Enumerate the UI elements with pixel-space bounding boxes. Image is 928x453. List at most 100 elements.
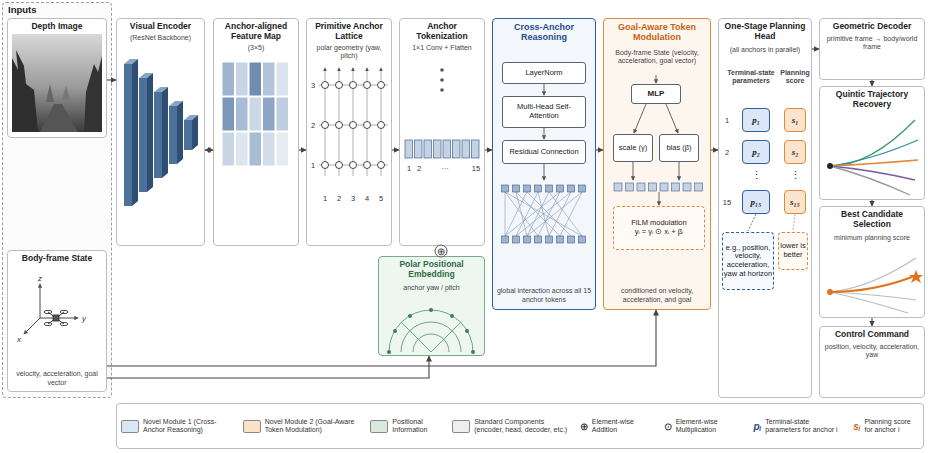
legend-item: Novel Module 2 (Goal-Aware Token Modulat… (239, 418, 367, 435)
node-text: primitive frame → body/world frame (823, 35, 921, 52)
lattice-line (381, 68, 382, 176)
feature-cell (276, 97, 289, 131)
feature-cell (222, 132, 235, 166)
node-text: (3×5) (217, 44, 295, 52)
token (513, 236, 520, 243)
node-text: 1×1 Conv + Flatten (403, 44, 481, 52)
node-text: velocity, acceleration, goal vector (11, 370, 103, 387)
lattice-line (319, 165, 388, 166)
token-row (405, 68, 479, 158)
module-box: Anchor-aligned Feature Map(3×5) (213, 18, 299, 246)
leader-line (793, 214, 795, 231)
module-box: Geometric Decoder primitive frame → body/… (819, 18, 925, 80)
flow-arrow (544, 84, 545, 95)
feature-cell (263, 62, 276, 96)
node-title: p₁ (752, 115, 760, 125)
connector-arrow (711, 149, 718, 150)
connector-arrow (107, 356, 429, 378)
token (557, 236, 564, 243)
node-text: global interaction across all 15 anchor … (496, 287, 592, 304)
node-text: polar geometry (yaw, pitch) (310, 44, 388, 61)
novel-module-box: Goal-Aware Token ModulationBody-frame St… (603, 18, 711, 310)
token (462, 140, 470, 158)
node-title: bias (β) (666, 144, 691, 153)
layer-box: MLP (631, 84, 681, 104)
lattice-line (353, 68, 354, 176)
token (649, 183, 657, 191)
module-box: Primitive Anchor Latticepolar geometry (… (306, 18, 392, 246)
legend-text: Terminal-state parameters for anchor i (765, 418, 845, 435)
token (546, 236, 553, 243)
trajectory-curve (830, 292, 916, 300)
token (405, 140, 413, 158)
token (568, 236, 575, 243)
lattice-line (367, 68, 368, 176)
node-title: Visual Encoder (120, 22, 201, 32)
drone-arm (48, 312, 64, 324)
attention-line (527, 192, 571, 236)
attention-line (516, 192, 538, 236)
layer-slab (147, 73, 153, 192)
attention-line (505, 192, 527, 236)
anchor-point (336, 82, 343, 89)
ellipsis-dot (440, 68, 444, 72)
token (637, 183, 645, 191)
polar-arc (389, 310, 473, 352)
token (415, 140, 423, 158)
callout-box: lower is better (778, 232, 808, 270)
token (672, 183, 680, 191)
legend-text: Element-wise Addition (592, 418, 656, 435)
feature-cell (222, 62, 235, 96)
ellipsis-dot (440, 78, 444, 82)
layer-slab (169, 101, 183, 106)
module-box: Visual Encoder (ResNet Backbone) (116, 18, 205, 246)
connector-arrow (440, 246, 441, 256)
node-title: Polar Positional Embedding (382, 260, 481, 280)
polar-ray (401, 322, 431, 352)
token (579, 236, 586, 243)
layer-slab (162, 87, 168, 178)
module-box: Anchor Tokenization1×1 Conv + Flatten (399, 18, 485, 246)
node-title: p₁₅ (751, 197, 762, 207)
ellipsis-dot (440, 88, 444, 92)
node-title: s₁ (792, 115, 799, 125)
token (614, 183, 622, 191)
token (579, 185, 586, 192)
connector-arrow (107, 79, 116, 80)
node-text: (ResNet Backbone) (120, 34, 201, 42)
feature-grid (222, 62, 289, 166)
feature-cell (263, 132, 276, 166)
feature-cell (276, 132, 289, 166)
token (453, 140, 461, 158)
node-title: p₂ (752, 147, 760, 157)
token (557, 185, 564, 192)
trajectory-curve (830, 140, 918, 166)
leader-line (748, 214, 756, 231)
token (502, 236, 509, 243)
group-box: InputsDepth ImageBody-frame Statevelocit… (2, 2, 112, 398)
flow-arrow (633, 162, 634, 180)
flow-arrow (659, 192, 660, 205)
input-box: Depth Image (7, 18, 107, 138)
polar-dot (393, 329, 397, 333)
feature-cell (236, 97, 249, 131)
anchor-point (378, 162, 385, 169)
encoder-illustration (124, 59, 198, 206)
token (683, 183, 691, 191)
layer-slab (177, 101, 183, 164)
token (524, 236, 531, 243)
best-trajectory (830, 277, 912, 292)
depth-background (12, 34, 102, 132)
flow-arrow (679, 162, 680, 180)
node-title: Cross-Anchor Reasoning (496, 22, 592, 43)
attention-line (549, 192, 582, 236)
node-title: Inputs (8, 5, 98, 16)
trajectory-curve (830, 166, 910, 195)
score-cell: s₂ (784, 140, 806, 164)
embedding-box: Polar Positional Embeddinganchor yaw / p… (378, 256, 485, 356)
param-cell: p₂ (742, 140, 770, 164)
node-title: Geometric Decoder (823, 22, 921, 32)
anchor-point (364, 82, 371, 89)
flow-arrow (666, 104, 678, 133)
token (472, 140, 480, 158)
